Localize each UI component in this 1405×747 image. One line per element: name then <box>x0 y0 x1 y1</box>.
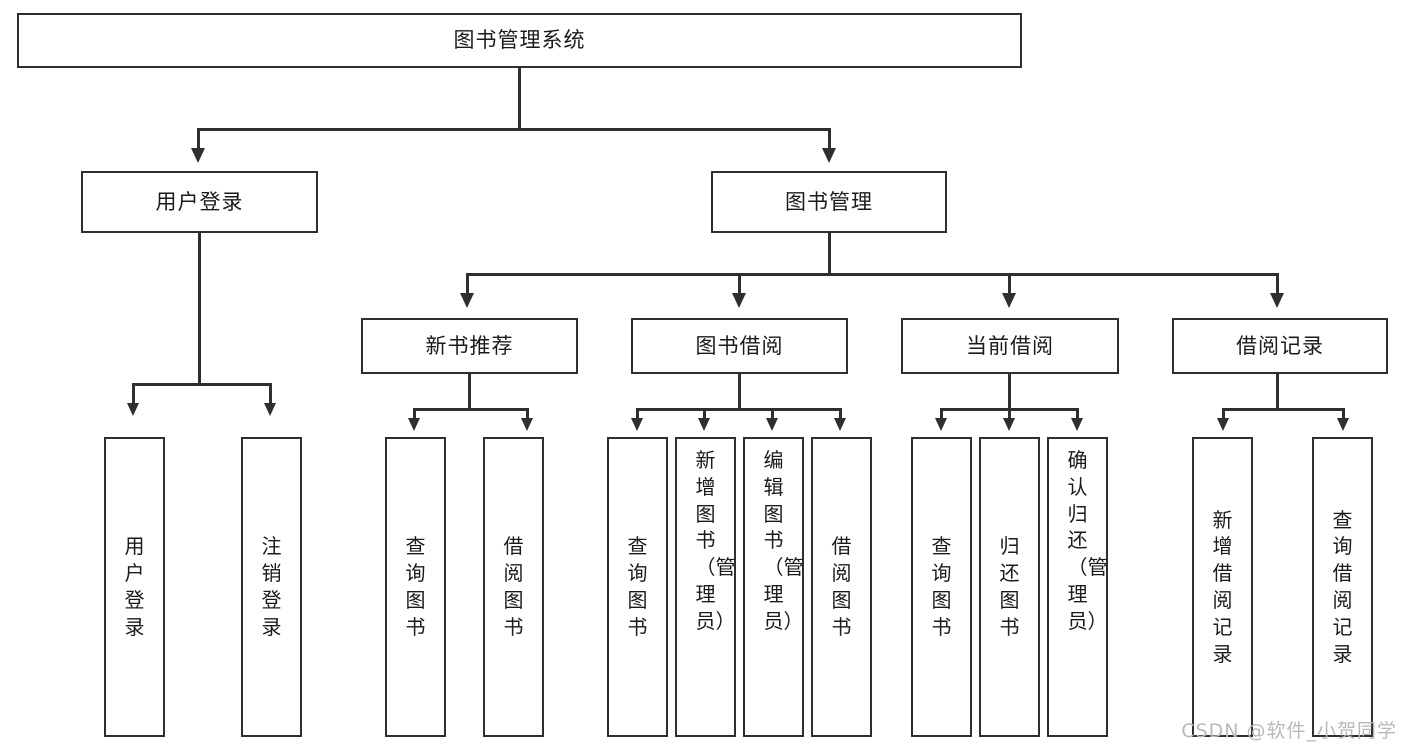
arrowhead-root-to-user-login <box>191 148 205 163</box>
arrowhead-cb-leaf-3 <box>1071 418 1083 431</box>
leaf-br-add-record[interactable]: 新增借阅记录 <box>1192 437 1253 737</box>
connector-cb-leaf-2 <box>1008 408 1011 420</box>
leaf-user-login[interactable]: 用户登录 <box>104 437 165 737</box>
arrowhead-br-leaf-1 <box>1217 418 1229 431</box>
arrowhead-borrow-record <box>1270 293 1284 308</box>
connector-to-book-borrow <box>738 273 741 295</box>
leaf-bb-borrow-book[interactable]: 借阅图书 <box>811 437 872 737</box>
connector-root-stem <box>518 68 521 130</box>
connector-user-login-to-leaf-1 <box>132 383 135 405</box>
arrowhead-bb-leaf-4 <box>834 418 846 431</box>
leaf-label: 查询借阅记录 <box>1332 507 1353 666</box>
leaf-label: 查询图书 <box>627 534 648 639</box>
leaf-label: 借阅图书 <box>831 534 852 639</box>
arrowhead-nbr-leaf-2 <box>521 418 533 431</box>
arrowhead-current-borrow <box>1002 293 1016 308</box>
connector-cb-leaf-3 <box>1076 408 1079 420</box>
node-label: 借阅记录 <box>1236 333 1324 358</box>
arrowhead-bb-leaf-3 <box>766 418 778 431</box>
connector-level3-bus <box>466 273 1279 276</box>
connector-new-book-recommend-stem <box>468 374 471 410</box>
arrowhead-cb-leaf-1 <box>935 418 947 431</box>
arrowhead-user-login-leaf-2 <box>264 403 276 416</box>
leaf-label: 注销登录 <box>261 534 282 639</box>
leaf-label: 查询图书 <box>931 534 952 639</box>
node-borrow-record[interactable]: 借阅记录 <box>1172 318 1388 374</box>
connector-book-borrow-bus <box>636 408 841 411</box>
node-label: 图书管理系统 <box>453 28 586 53</box>
arrowhead-new-book-recommend <box>460 293 474 308</box>
node-root-book-management-system[interactable]: 图书管理系统 <box>17 13 1022 68</box>
leaf-logout[interactable]: 注销登录 <box>241 437 302 737</box>
leaf-label: 查询图书 <box>405 534 426 639</box>
connector-user-login-stem <box>198 233 201 385</box>
arrowhead-book-borrow <box>732 293 746 308</box>
arrowhead-bb-leaf-1 <box>631 418 643 431</box>
leaf-label: 新增借阅记录 <box>1212 507 1233 666</box>
connector-to-current-borrow <box>1008 273 1011 295</box>
connector-root-to-book-management <box>828 128 831 150</box>
node-label: 图书管理 <box>785 189 873 214</box>
leaf-nbr-borrow-book[interactable]: 借阅图书 <box>483 437 544 737</box>
node-new-book-recommend[interactable]: 新书推荐 <box>361 318 578 374</box>
connector-new-book-recommend-bus <box>413 408 529 411</box>
leaf-label: 用户登录 <box>124 534 145 639</box>
connector-root-bus <box>197 128 831 131</box>
leaf-br-query-record[interactable]: 查询借阅记录 <box>1312 437 1373 737</box>
arrowhead-br-leaf-2 <box>1337 418 1349 431</box>
node-label: 新书推荐 <box>425 333 514 358</box>
connector-cb-leaf-1 <box>940 408 943 420</box>
connector-bb-leaf-2 <box>703 408 706 420</box>
connector-bb-leaf-3 <box>771 408 774 420</box>
connector-root-to-user-login <box>197 128 200 150</box>
leaf-nbr-query-book[interactable]: 查询图书 <box>385 437 446 737</box>
node-label: 图书借阅 <box>695 333 784 358</box>
arrowhead-bb-leaf-2 <box>698 418 710 431</box>
connector-nbr-leaf-2 <box>526 408 529 420</box>
connector-current-borrow-stem <box>1008 374 1011 410</box>
node-book-borrow[interactable]: 图书借阅 <box>631 318 848 374</box>
leaf-bb-query-book[interactable]: 查询图书 <box>607 437 668 737</box>
arrowhead-cb-leaf-2 <box>1003 418 1015 431</box>
node-label: 当前借阅 <box>966 333 1054 358</box>
leaf-label: 确认归还（管理员） <box>1067 448 1108 633</box>
node-label: 用户登录 <box>155 189 244 214</box>
connector-bb-leaf-1 <box>636 408 639 420</box>
arrowhead-user-login-leaf-1 <box>127 403 139 416</box>
leaf-cb-return-book[interactable]: 归还图书 <box>979 437 1040 737</box>
connector-book-borrow-stem <box>738 374 741 410</box>
connector-borrow-record-stem <box>1276 374 1279 410</box>
connector-to-borrow-record <box>1276 273 1279 295</box>
connector-br-leaf-1 <box>1222 408 1225 420</box>
leaf-label: 编辑图书（管理员） <box>763 448 804 633</box>
node-book-management[interactable]: 图书管理 <box>711 171 947 233</box>
arrowhead-nbr-leaf-1 <box>408 418 420 431</box>
leaf-label: 归还图书 <box>999 534 1020 639</box>
leaf-cb-query-book[interactable]: 查询图书 <box>911 437 972 737</box>
connector-nbr-leaf-1 <box>413 408 416 420</box>
connector-user-login-to-leaf-2 <box>269 383 272 405</box>
connector-book-management-stem <box>828 233 831 275</box>
leaf-bb-add-book-admin[interactable]: 新增图书（管理员） <box>675 437 736 737</box>
connector-bb-leaf-4 <box>839 408 842 420</box>
leaf-cb-confirm-return-admin[interactable]: 确认归还（管理员） <box>1047 437 1108 737</box>
leaf-label: 借阅图书 <box>503 534 524 639</box>
node-user-login[interactable]: 用户登录 <box>81 171 318 233</box>
connector-user-login-bus <box>132 383 270 386</box>
connector-to-new-book-recommend <box>466 273 469 295</box>
leaf-label: 新增图书（管理员） <box>695 448 736 633</box>
connector-borrow-record-bus <box>1222 408 1345 411</box>
leaf-bb-edit-book-admin[interactable]: 编辑图书（管理员） <box>743 437 804 737</box>
arrowhead-root-to-book-management <box>822 148 836 163</box>
connector-br-leaf-2 <box>1342 408 1345 420</box>
node-current-borrow[interactable]: 当前借阅 <box>901 318 1119 374</box>
